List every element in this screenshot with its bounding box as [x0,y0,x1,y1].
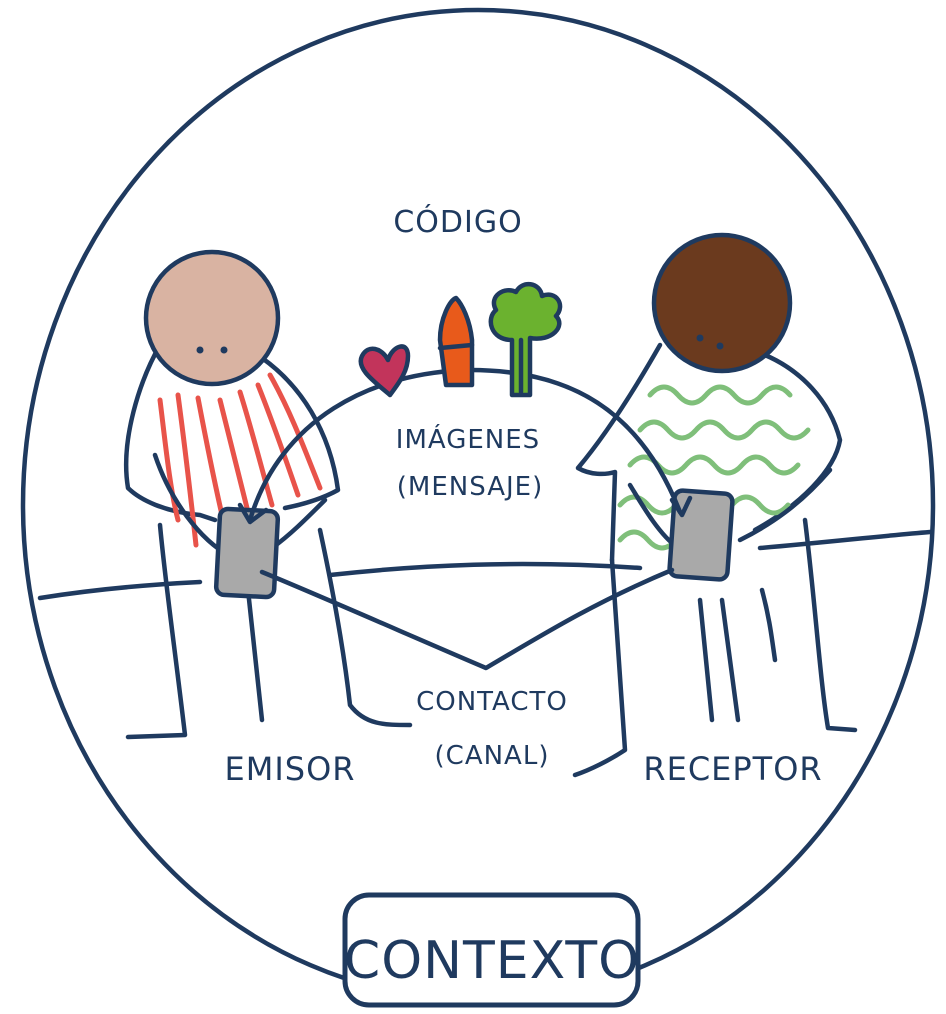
label-receptor: RECEPTOR [643,750,822,788]
label-canal-line1: CONTACTO [416,687,568,717]
heart-icon [358,344,411,398]
label-canal-line2: (CANAL) [435,741,550,771]
channel-line [259,567,675,671]
label-emisor: EMISOR [225,750,356,788]
emisor-figure [123,249,413,740]
horizon-left [37,579,203,601]
receptor-figure [572,232,858,778]
emisor-phone-icon [213,506,281,600]
label-codigo: CÓDIGO [393,203,522,240]
horizon-middle [327,561,643,578]
contexto-box [342,892,641,1008]
carrot-icon [437,295,475,388]
horizon-right [757,529,933,551]
label-contexto: CONTEXTO [344,931,640,991]
label-mensaje-line1: IMÁGENES [396,423,540,455]
label-mensaje-line2: (MENSAJE) [397,472,543,502]
broccoli-icon [488,282,563,398]
receptor-head [651,232,793,374]
emisor-head [143,249,281,387]
